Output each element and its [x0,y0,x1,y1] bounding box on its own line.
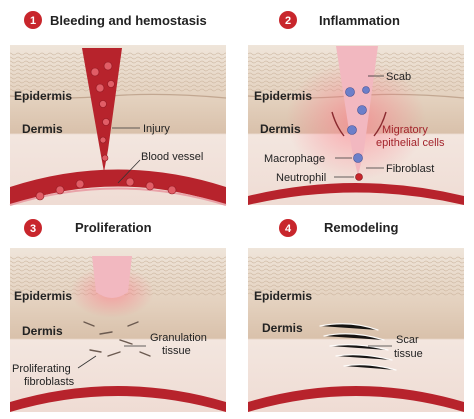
skin-cross-section-3 [10,248,226,412]
epidermis-label-3: Epidermis [14,289,72,303]
granulation-label-line1: Granulation [150,332,207,344]
step-number-4: 4 [285,223,292,235]
blood-vessel-label: Blood vessel [141,151,203,163]
panel-remodeling: 4 Remodeling Epidermis Dermis Scar tissu… [248,219,464,412]
epidermis-label-4: Epidermis [254,289,312,303]
skin-cross-section-1 [9,45,227,206]
panel-title-2: Inflammation [319,13,400,28]
panel-bleeding-hemostasis: 1 Bleeding and hemostasis Epidermis Derm… [9,11,227,206]
step-badge-2 [279,11,297,29]
injury-label: Injury [143,123,170,135]
skin-cross-section-4 [248,248,464,412]
skin-cross-section-2 [247,45,465,205]
proliferating-label-line1: Proliferating [12,363,71,375]
dermis-label-3: Dermis [22,324,63,338]
blood-vessel-leader [117,159,141,184]
step-badge-1 [24,11,42,29]
epidermis-label-1: Epidermis [14,89,72,103]
step-number-3: 3 [30,223,36,235]
blood-vessel-shape [10,169,226,205]
epidermis-label-2: Epidermis [254,89,312,103]
step-badge-3 [24,219,42,237]
scar-label-line1: Scar [396,334,419,346]
migratory-label-line2: epithelial cells [376,137,445,149]
panel-title-4: Remodeling [324,220,398,235]
injury-wound-shape [82,48,122,172]
dermis-label-1: Dermis [22,122,63,136]
neutrophil-label: Neutrophil [276,172,326,184]
panel-proliferation: 3 Proliferation Epidermis Dermis Granula… [10,219,226,412]
scab-shape [336,46,378,176]
fibroblasts-leader [77,355,97,369]
scab-label: Scab [386,71,411,83]
dermis-label-4: Dermis [262,321,303,335]
panel-title-3: Proliferation [75,220,152,235]
scar-label-line2: tissue [394,348,423,360]
panel-inflammation: 2 Inflammation Epidermis Dermis Scab Mig… [247,11,465,205]
granulation-wound-shape [92,256,132,298]
macrophage-label: Macrophage [264,153,325,165]
step-number-2: 2 [285,15,291,27]
step-badge-4 [279,219,297,237]
step-number-1: 1 [30,15,36,27]
proliferating-label-line2: fibroblasts [24,376,75,388]
migratory-label-line1: Migratory [382,124,428,136]
granulation-label-line2: tissue [162,345,191,357]
fibroblast-label: Fibroblast [386,163,434,175]
panel-title-1: Bleeding and hemostasis [50,13,207,28]
dermis-label-2: Dermis [260,122,301,136]
